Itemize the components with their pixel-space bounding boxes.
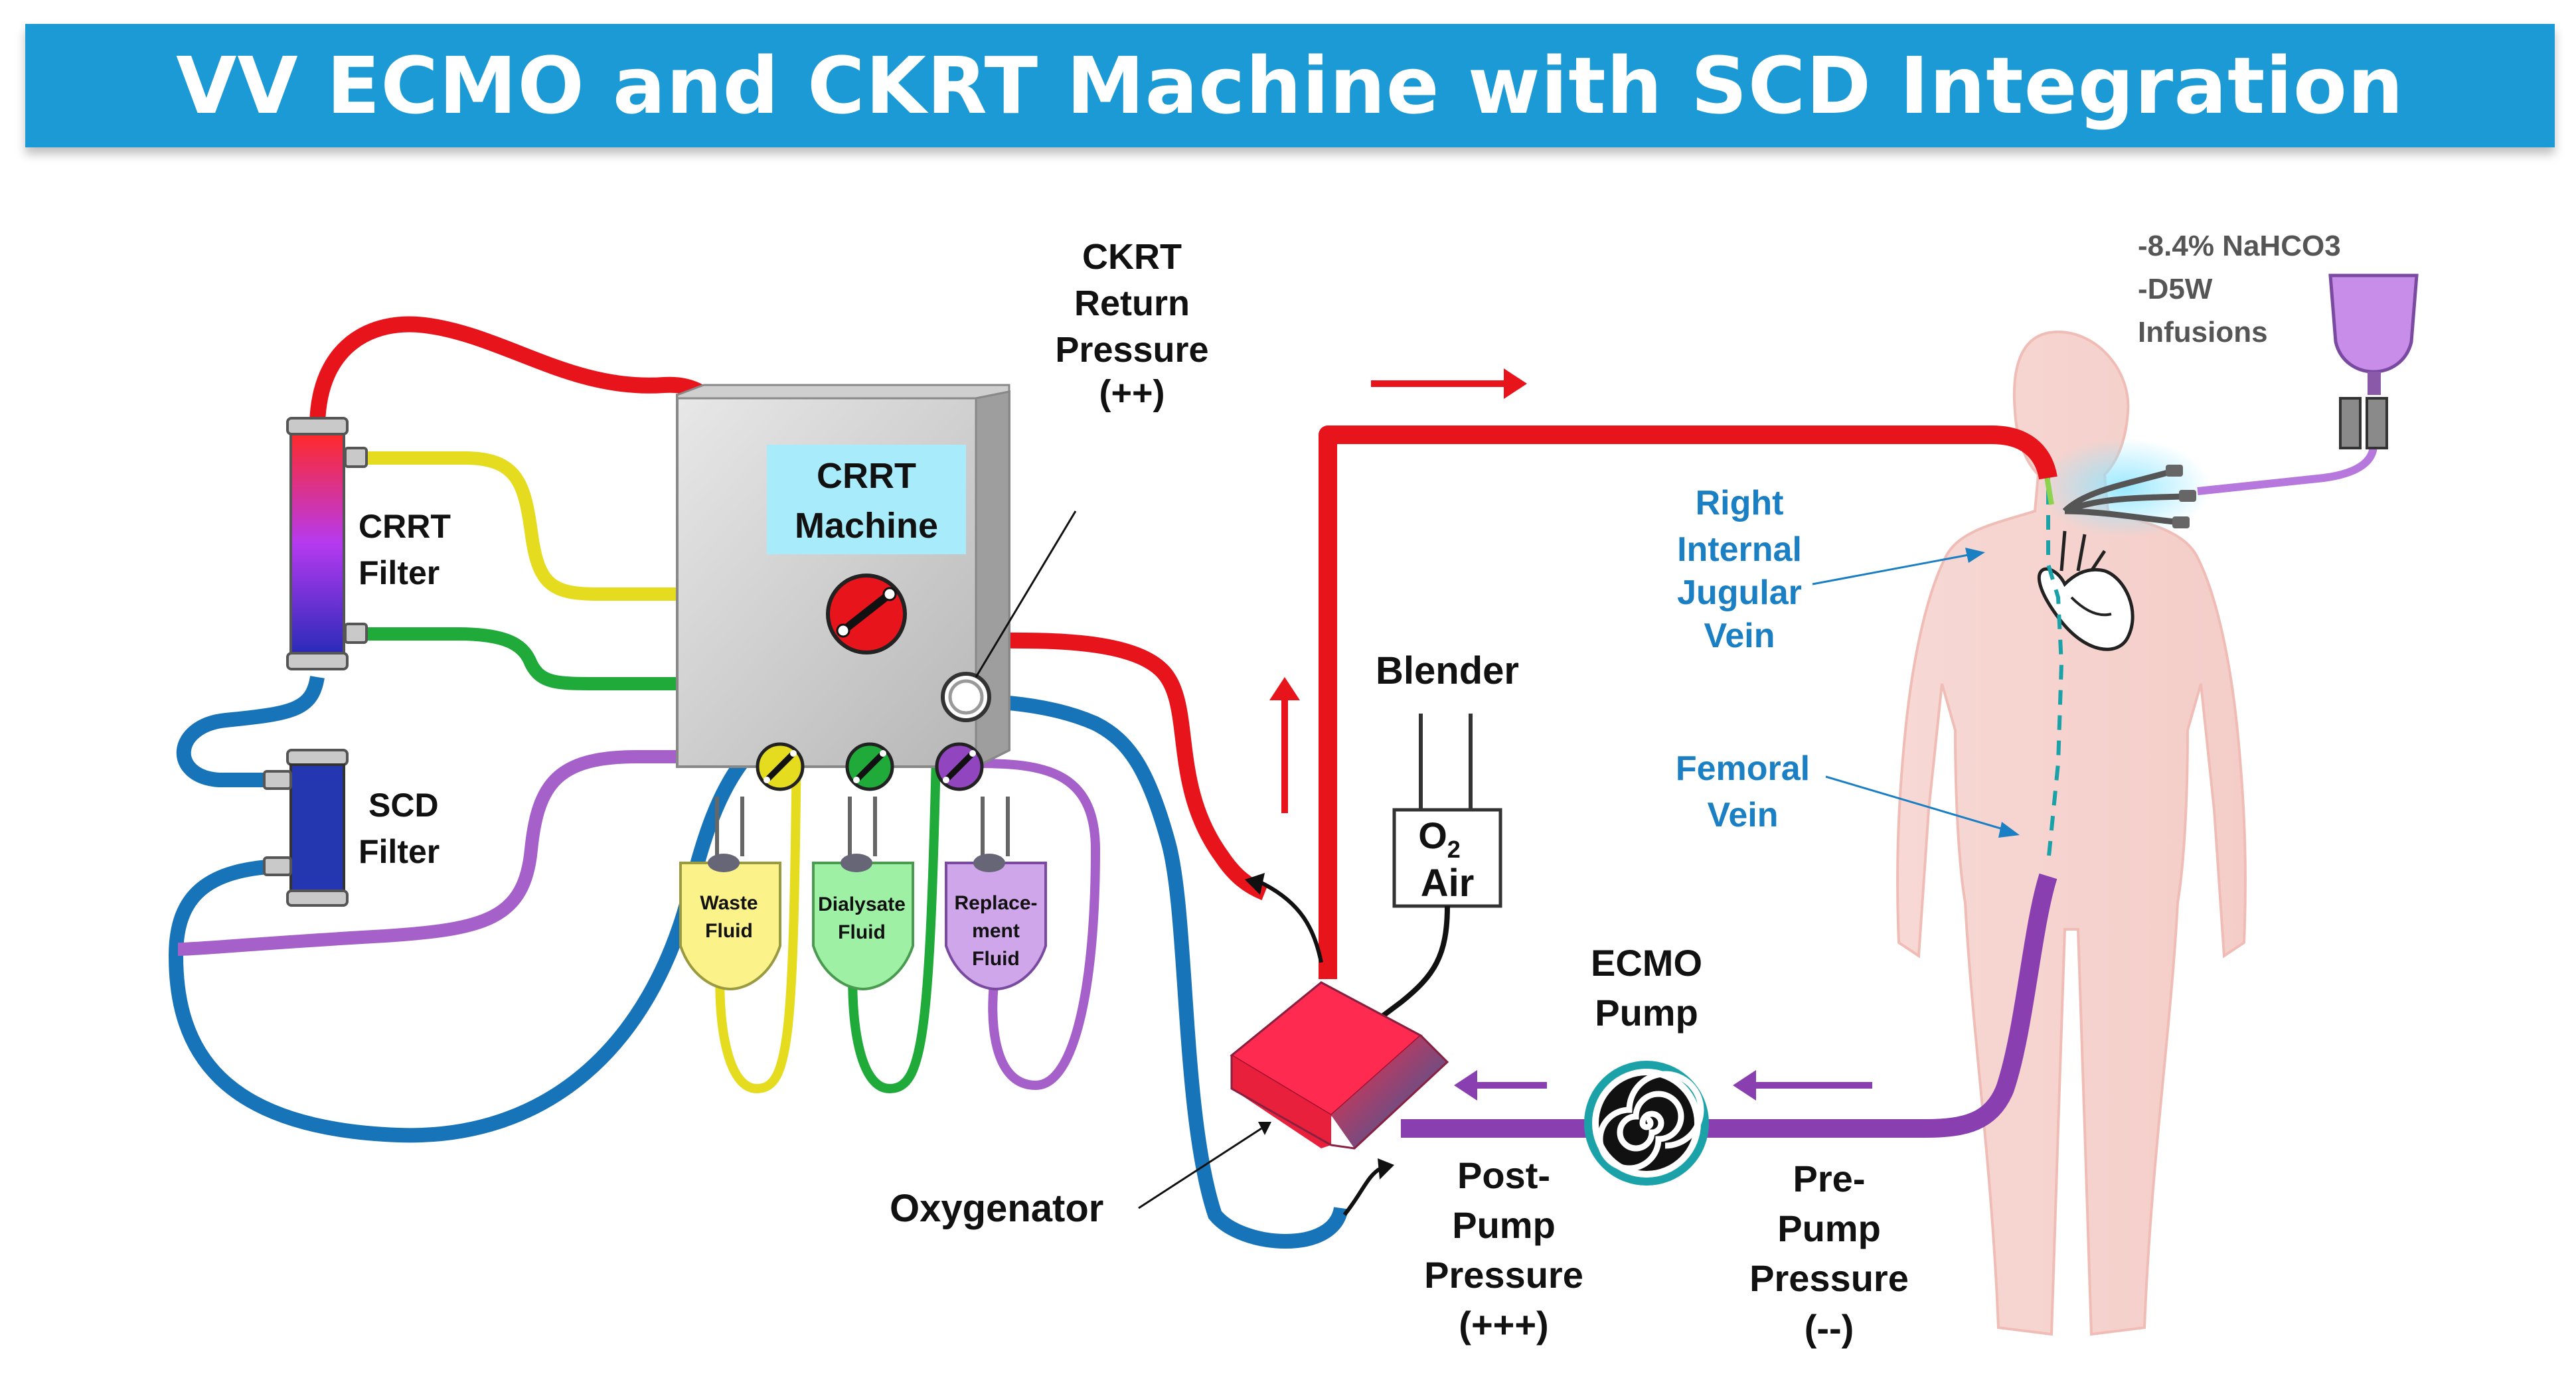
crrt-machine-screen: [767, 445, 966, 554]
flow-arrow-left-pre: [1733, 1070, 1872, 1101]
green-line: [364, 627, 684, 690]
crrt-blood-pump-icon: [826, 574, 907, 654]
ecmo-pump-label-1: ECMO: [1591, 942, 1702, 984]
dialysate-pump-icon: [845, 742, 894, 791]
infusion-line: [2197, 444, 2377, 495]
pre-pump-label-2: Pump: [1777, 1207, 1881, 1249]
ecmo-drainage-line: [1693, 873, 2057, 1138]
post-pump-label-1: Post-: [1457, 1154, 1550, 1196]
blender-line: [1372, 905, 1450, 1025]
replacement-pump-icon: [935, 742, 984, 791]
iv-bag-icon: [2328, 273, 2419, 449]
yellow-loop: [715, 743, 801, 1094]
replacement-fluid-bag: [945, 854, 1047, 991]
ecmo-return-line: [1319, 425, 2057, 979]
page-title: VV ECMO and CKRT Machine with SCD Integr…: [176, 40, 2404, 131]
oxygenator-icon: [1230, 981, 1449, 1150]
rij-label-4: Vein: [1704, 617, 1775, 655]
catheter-ports: [2166, 465, 2196, 528]
crrt-machine-label-1: CRRT: [817, 456, 916, 496]
ckrt-return-label-2: Return: [1074, 283, 1190, 323]
ckrt-return-label-3: Pressure: [1055, 330, 1208, 370]
crrt-machine-label-2: Machine: [795, 506, 938, 546]
dialysate-bag-label-2: Fluid: [838, 921, 886, 943]
replacement-bag-label-2: ment: [972, 920, 1020, 942]
waste-bag-label-2: Fluid: [705, 920, 753, 942]
crrt-machine: [676, 384, 1010, 769]
blender-label: Blender: [1376, 649, 1519, 692]
green-loop: [848, 756, 941, 1094]
waste-pump-icon: [756, 742, 805, 791]
bag-hangers: [715, 797, 1010, 856]
rij-label-1: Right: [1696, 484, 1784, 522]
heart-icon: [2037, 530, 2134, 651]
purple-line-replacement: [975, 759, 1101, 1091]
title-banner: VV ECMO and CKRT Machine with SCD Integr…: [25, 24, 2555, 147]
oxygenator-label: Oxygenator: [890, 1187, 1103, 1230]
post-pump-label-3: Pressure: [1424, 1254, 1583, 1296]
femoral-pointer: [1825, 775, 2006, 831]
crrt-filter-label-1: CRRT: [359, 508, 451, 545]
dialysate-fluid-bag: [812, 854, 914, 991]
infusions-label-1: -8.4% NaHCO3: [2138, 230, 2341, 262]
pressure-sensor-icon: [941, 672, 991, 722]
flow-arrow-right: [1371, 368, 1527, 399]
scd-filter-label-2: Filter: [359, 833, 440, 870]
flow-arrow-left-post: [1454, 1070, 1547, 1101]
multi-lumen-catheter: [2062, 469, 2182, 525]
ckrt-return-label-1: CKRT: [1082, 237, 1182, 277]
purple-line-crrt: [177, 750, 684, 956]
femoral-label-1: Femoral: [1676, 749, 1810, 788]
ckrt-return-label-4: (++): [1099, 373, 1165, 413]
rij-label-3: Jugular: [1677, 574, 1802, 612]
blender-air-label: Air: [1421, 862, 1475, 905]
replacement-bag-label-1: Replace-: [954, 892, 1037, 914]
post-pump-label-4: (+++): [1459, 1304, 1548, 1346]
rij-pointer: [1812, 553, 1972, 585]
pre-pump-label-1: Pre-: [1793, 1158, 1866, 1199]
ckrt-pointer-line: [975, 510, 1077, 678]
pre-pump-label-3: Pressure: [1749, 1257, 1909, 1299]
waste-bag-label-1: Waste: [700, 892, 758, 914]
pre-pump-label-4: (--): [1805, 1307, 1854, 1349]
waste-fluid-bag: [679, 854, 781, 991]
infusions-label-2: -D5W: [2138, 273, 2213, 305]
crrt-filter-label-2: Filter: [359, 554, 440, 591]
yellow-line: [364, 451, 684, 601]
replacement-bag-label-3: Fluid: [972, 948, 1020, 970]
flow-arrow-up: [1269, 677, 1300, 813]
blender-o2-label: O2: [1418, 814, 1461, 863]
oxygenator-pointer: [1138, 1127, 1262, 1209]
scd-filter-label-1: SCD: [368, 787, 439, 824]
dialysate-bag-label-1: Dialysate: [818, 893, 906, 915]
ecmo-pump-icon: [1584, 1061, 1709, 1186]
blue-line-filter-link: [176, 675, 325, 787]
rij-label-2: Internal: [1677, 530, 1802, 569]
post-pump-label-2: Pump: [1452, 1204, 1556, 1246]
infusions-label-3: Infusions: [2138, 316, 2268, 348]
femoral-label-2: Vein: [1708, 796, 1779, 834]
cannula-dashed: [2046, 465, 2064, 864]
ecmo-pump-label-2: Pump: [1595, 992, 1698, 1034]
crrt-filter-icon: [286, 417, 368, 670]
scd-filter-icon: [263, 749, 349, 907]
